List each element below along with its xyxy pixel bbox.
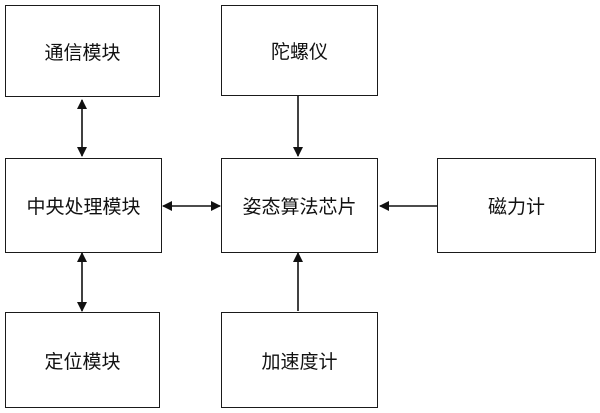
positioning-module-box: 定位模块 bbox=[5, 312, 160, 408]
accelerometer-box: 加速度计 bbox=[221, 312, 378, 408]
gyroscope-box: 陀螺仪 bbox=[221, 5, 378, 96]
attitude-chip-box: 姿态算法芯片 bbox=[221, 158, 378, 253]
magnetometer-box: 磁力计 bbox=[437, 158, 596, 253]
cpu-module-box: 中央处理模块 bbox=[5, 158, 162, 253]
comm-module-box: 通信模块 bbox=[5, 5, 160, 97]
